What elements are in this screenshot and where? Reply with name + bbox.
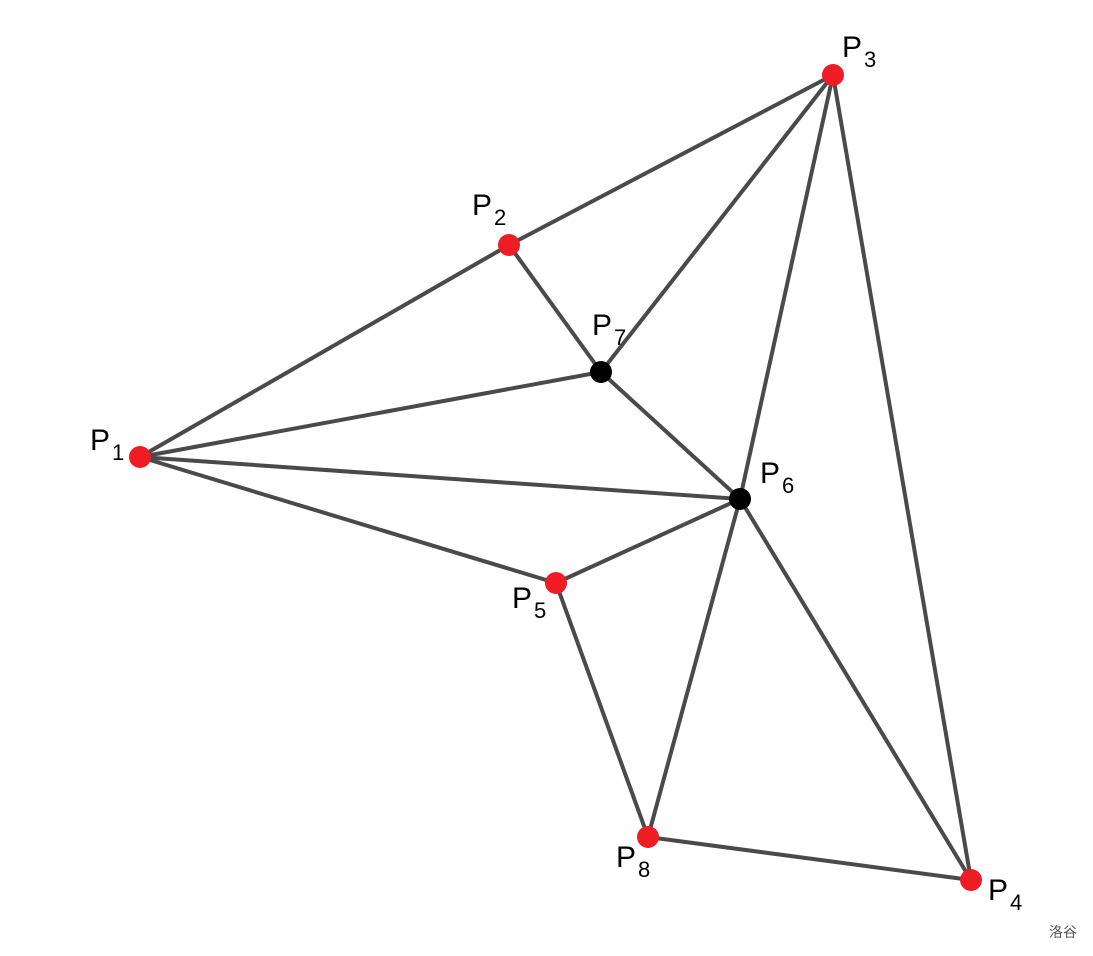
edge-p5-p8 xyxy=(554,581,650,839)
edge-p6-p4 xyxy=(738,497,973,882)
edge-p2-p7 xyxy=(507,243,603,374)
edges-layer xyxy=(138,73,973,882)
node-p4 xyxy=(960,869,982,891)
edge-p1-p5 xyxy=(138,455,558,585)
node-p8 xyxy=(637,826,659,848)
edge-p3-p6 xyxy=(738,73,835,501)
edge-p1-p2 xyxy=(138,243,511,459)
node-label-p5: P5 xyxy=(512,582,546,623)
node-p7 xyxy=(590,361,612,383)
edge-p1-p7 xyxy=(138,370,603,459)
node-label-p4: P4 xyxy=(988,874,1022,915)
edge-p8-p4 xyxy=(646,835,973,882)
node-label-p2: P2 xyxy=(472,189,506,230)
node-p5 xyxy=(545,572,567,594)
node-label-p3: P3 xyxy=(842,31,876,72)
edge-p3-p4 xyxy=(831,73,973,882)
edge-p5-p6 xyxy=(554,497,742,585)
node-label-p1: P1 xyxy=(90,424,124,465)
node-label-p6: P6 xyxy=(760,457,794,498)
watermark-text: 洛谷 xyxy=(1049,925,1077,941)
node-label-p7: P7 xyxy=(592,309,626,350)
node-p1 xyxy=(129,446,151,468)
node-p6 xyxy=(729,488,751,510)
edge-p2-p3 xyxy=(507,73,835,247)
nodes-layer xyxy=(129,64,982,891)
edge-p1-p6 xyxy=(138,455,742,501)
edge-p3-p7 xyxy=(599,73,835,374)
edge-p6-p8 xyxy=(646,497,742,839)
node-p2 xyxy=(498,234,520,256)
edge-p7-p6 xyxy=(599,370,742,501)
node-p3 xyxy=(822,64,844,86)
